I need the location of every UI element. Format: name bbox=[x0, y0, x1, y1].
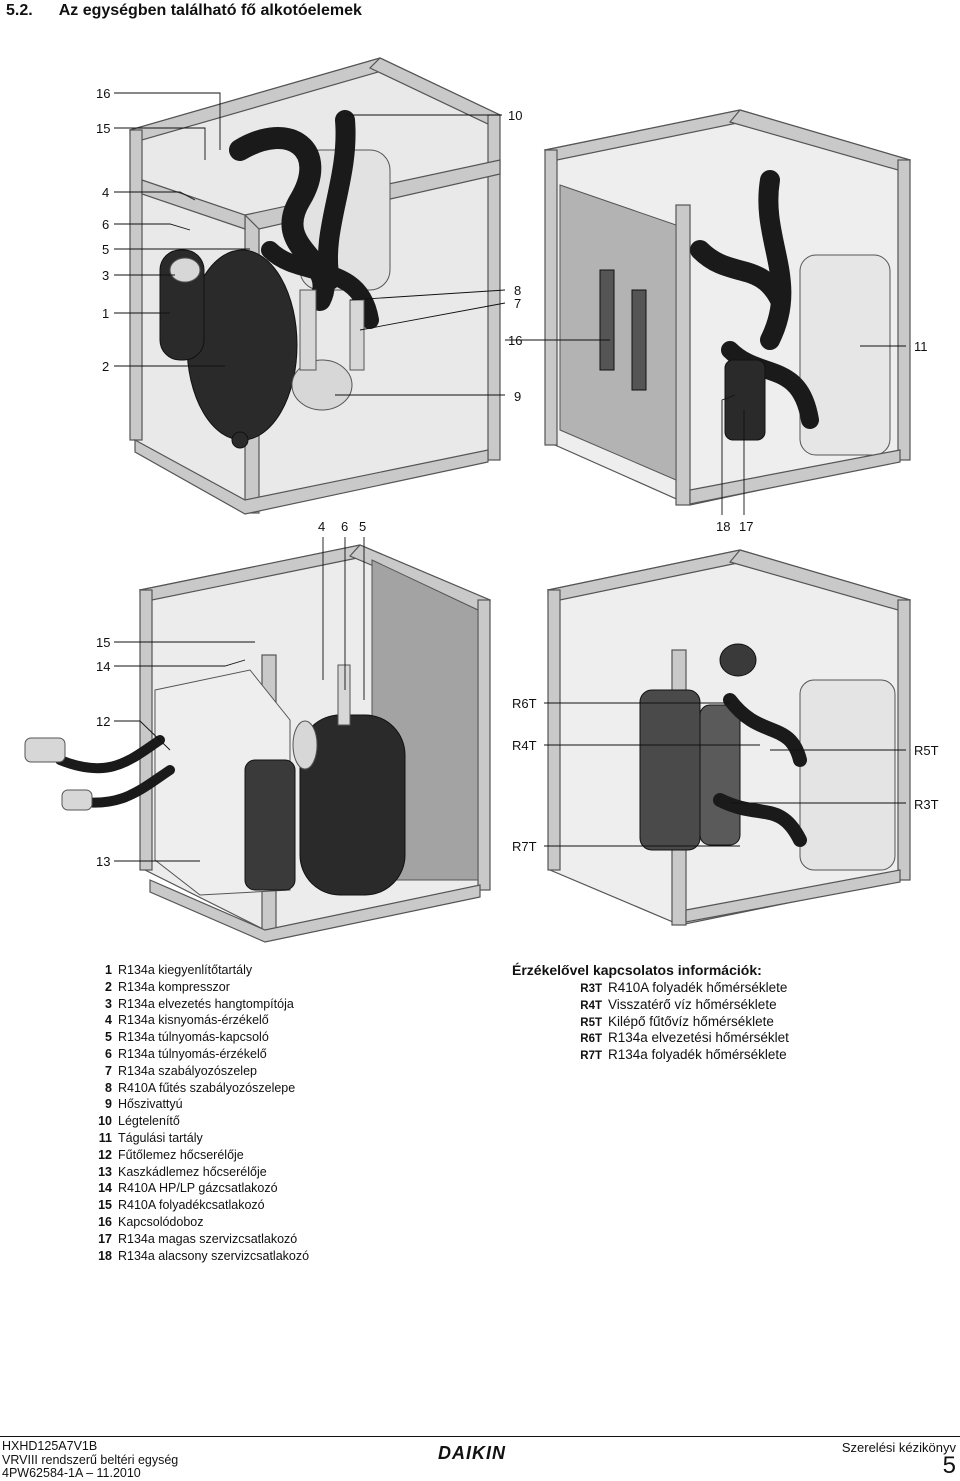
callout-label: R4T bbox=[512, 738, 537, 753]
callout-label: 18 bbox=[716, 519, 730, 534]
callout-label: 5 bbox=[359, 519, 366, 534]
unit-top-right bbox=[543, 109, 912, 506]
sensor-info: Érzékelővel kapcsolatos információk: R3T… bbox=[512, 962, 789, 1064]
callout-label: 6 bbox=[341, 519, 348, 534]
section-title: Az egységben található fő alkotóelemek bbox=[58, 2, 362, 19]
callout-label: 3 bbox=[102, 268, 109, 283]
callout-label: 16 bbox=[96, 86, 110, 101]
unit-top-left bbox=[128, 57, 502, 515]
sensor-heading: Érzékelővel kapcsolatos információk: bbox=[512, 962, 762, 978]
footer-doc: 4PW62584-1A – 11.2010 bbox=[2, 1466, 141, 1480]
callout-label: 4 bbox=[318, 519, 325, 534]
footer-model: HXHD125A7V1B bbox=[2, 1439, 98, 1453]
callout-label: R3T bbox=[914, 797, 939, 812]
section-heading: 5.2. Az egységben található fő alkotóelem… bbox=[6, 2, 362, 20]
callout-label: 6 bbox=[102, 217, 109, 232]
unit-bottom-right bbox=[546, 549, 912, 926]
callout-label: 11 bbox=[914, 339, 928, 354]
callouts-bottom: 15 14 12 13 R6T R4T R7T R5T R3T bbox=[96, 635, 939, 869]
callout-label: R6T bbox=[512, 696, 537, 711]
callout-label: 7 bbox=[514, 296, 521, 311]
unit-illustrations: 16 15 4 6 5 3 1 2 10 8 7 16 9 11 4 6 5 1… bbox=[24, 57, 939, 943]
callout-label: 10 bbox=[508, 108, 522, 123]
brand-logo: DAIKIN bbox=[438, 1443, 506, 1463]
callout-label: 5 bbox=[102, 242, 109, 257]
callout-label: 17 bbox=[739, 519, 753, 534]
callout-label: R5T bbox=[914, 743, 939, 758]
callout-label: 15 bbox=[96, 635, 110, 650]
callout-label: 4 bbox=[102, 185, 109, 200]
callout-label: 2 bbox=[102, 359, 109, 374]
callout-label: 16 bbox=[508, 333, 522, 348]
footer-manual: Szerelési kézikönyv bbox=[841, 1440, 956, 1455]
callout-label: 8 bbox=[514, 283, 521, 298]
section-number: 5.2. bbox=[6, 2, 33, 19]
callout-label: R7T bbox=[512, 839, 537, 854]
callouts-mid: 4 6 5 18 17 bbox=[318, 394, 753, 700]
callout-label: 1 bbox=[102, 306, 109, 321]
page-number: 5 bbox=[942, 1452, 956, 1479]
unit-bottom-left bbox=[24, 544, 492, 943]
footer-product: VRVIII rendszerű beltéri egység bbox=[2, 1452, 179, 1467]
callout-label: 13 bbox=[96, 854, 110, 869]
callout-label: 14 bbox=[96, 659, 110, 674]
footer-divider bbox=[0, 1436, 960, 1437]
callouts-top: 16 15 4 6 5 3 1 2 10 8 7 16 9 11 bbox=[96, 86, 928, 404]
callout-label: 15 bbox=[96, 121, 110, 136]
callout-label: 12 bbox=[96, 714, 110, 729]
footer-meta: HXHD125A7V1B VRVIII rendszerű beltéri eg… bbox=[2, 1439, 179, 1481]
callout-label: 9 bbox=[514, 389, 521, 404]
